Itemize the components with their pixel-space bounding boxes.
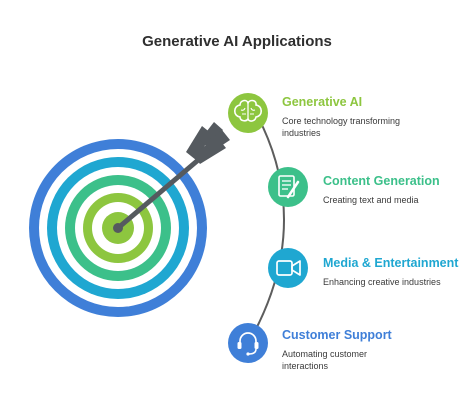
item-media-entertainment: Media & Entertainment Enhancing creative… (323, 256, 458, 288)
item-description: Enhancing creative industries (323, 277, 441, 287)
item-description: Core technology transforming industries (282, 116, 401, 138)
arrow-icon (113, 122, 230, 233)
headset-icon (228, 323, 268, 363)
document-pen-icon (268, 167, 308, 207)
item-title: Content Generation (323, 174, 440, 188)
item-content-generation: Content Generation Creating text and med… (323, 174, 453, 206)
item-title: Customer Support (282, 328, 392, 342)
page-title: Generative AI Applications (142, 33, 332, 50)
item-description: Automating customer interactions (282, 349, 368, 371)
connector-arc (248, 103, 285, 343)
item-generative-ai: Generative AI Core technology transformi… (282, 95, 402, 139)
item-description: Creating text and media (323, 195, 419, 205)
item-title: Generative AI (282, 95, 363, 109)
video-camera-icon (268, 248, 308, 288)
brain-icon (228, 93, 268, 133)
item-customer-support: Customer Support Automating customer int… (282, 328, 392, 372)
item-title: Media & Entertainment (323, 256, 459, 270)
